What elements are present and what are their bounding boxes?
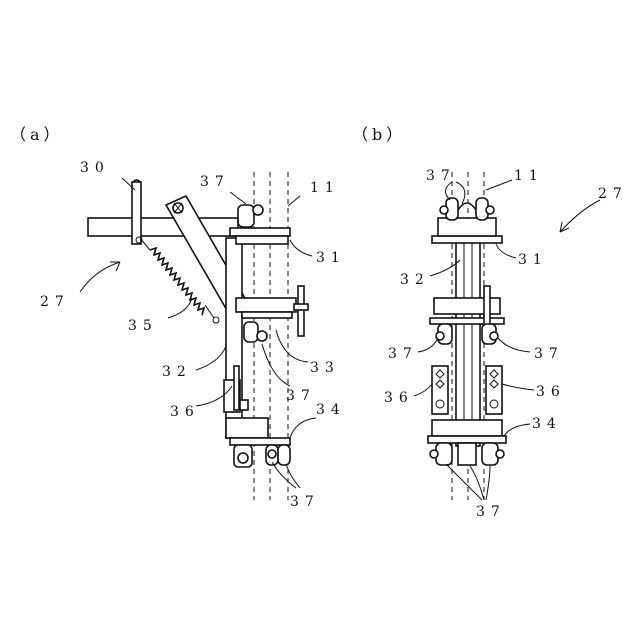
- label-36-left: 36: [384, 390, 414, 406]
- bottom-plate: [230, 438, 290, 445]
- leader-37c: [272, 462, 296, 488]
- leader-37-bottom3: [486, 466, 490, 500]
- label-32: 32: [162, 364, 192, 380]
- label-37-bottom: 37: [476, 504, 506, 520]
- label-34: 34: [316, 402, 346, 418]
- leader-36-left: [414, 384, 432, 396]
- top-plate-lower: [236, 236, 288, 244]
- top-bolt: [253, 205, 263, 215]
- leader-37-bottom: [446, 464, 482, 500]
- leader-27: [560, 200, 600, 232]
- label-30: 30: [80, 160, 110, 176]
- label-34: 34: [532, 416, 562, 432]
- latch-tab: [240, 400, 248, 410]
- panel-a: （a）: [10, 125, 346, 510]
- label-35: 35: [128, 318, 158, 334]
- middle-clamp: [236, 298, 296, 312]
- panel-b: （b）: [352, 125, 628, 520]
- latch-pin: [234, 366, 239, 410]
- leader-36-right: [502, 384, 534, 390]
- leader-37-right: [498, 338, 530, 352]
- label-37-top: 37: [200, 174, 230, 190]
- panel-a-caption: （a）: [10, 125, 64, 144]
- bottom-roller: [278, 445, 290, 465]
- bottom-bolt: [268, 450, 276, 458]
- label-36: 36: [170, 404, 200, 420]
- leader-35: [168, 298, 192, 318]
- lever-grip: [294, 304, 308, 310]
- middle-clamp-lower: [242, 312, 292, 318]
- leader-37c2: [286, 464, 300, 488]
- label-37-left: 37: [388, 346, 418, 362]
- label-37-bottom: 37: [290, 494, 320, 510]
- leader-32: [196, 346, 226, 370]
- bottom-plate: [428, 436, 506, 443]
- top-bolt-right: [486, 206, 494, 214]
- leader-31: [496, 244, 516, 258]
- top-plate: [230, 228, 290, 236]
- middle-bolt: [257, 331, 267, 341]
- label-37-top: 37: [426, 168, 456, 184]
- leader-11: [486, 180, 512, 190]
- leader-34: [504, 424, 530, 436]
- leader-34: [290, 418, 316, 438]
- top-bolt-left: [440, 206, 448, 214]
- leader-11: [288, 196, 300, 206]
- panel-b-caption: （b）: [352, 125, 406, 144]
- bottom-bolt-right: [496, 450, 504, 458]
- central-column: [456, 236, 480, 446]
- middle-lever: [484, 286, 490, 326]
- bottom-block: [432, 420, 502, 436]
- top-hook: [458, 203, 476, 210]
- bottom-bolt-left: [430, 450, 438, 458]
- label-11: 11: [514, 168, 544, 184]
- label-37-right: 37: [534, 346, 564, 362]
- label-11: 11: [310, 180, 340, 196]
- leader-31: [290, 240, 312, 256]
- beam-post: [132, 182, 141, 244]
- label-33: 33: [310, 360, 340, 376]
- label-31: 31: [316, 250, 346, 266]
- bottom-center-block: [458, 443, 476, 465]
- leader-37a: [230, 192, 246, 204]
- label-27: 27: [598, 186, 628, 202]
- top-plate: [432, 236, 502, 243]
- middle-plate: [430, 318, 504, 324]
- top-block: [438, 218, 496, 236]
- bottom-bracket-bolt: [238, 453, 248, 463]
- middle-roller: [244, 322, 258, 342]
- leader-27: [80, 262, 120, 292]
- side-plate-left: [432, 366, 448, 414]
- label-37-middle: 37: [286, 388, 316, 404]
- clamp-lever: [298, 286, 304, 336]
- horizontal-beam: [88, 218, 238, 236]
- middle-bolt-right: [490, 332, 498, 340]
- side-plate-right: [486, 366, 502, 414]
- label-36-right: 36: [536, 384, 566, 400]
- label-27: 27: [40, 294, 70, 310]
- lower-tube: [226, 418, 268, 438]
- top-roller: [238, 205, 254, 227]
- label-32: 32: [400, 272, 430, 288]
- label-31: 31: [518, 252, 548, 268]
- leader-37-left: [418, 338, 438, 352]
